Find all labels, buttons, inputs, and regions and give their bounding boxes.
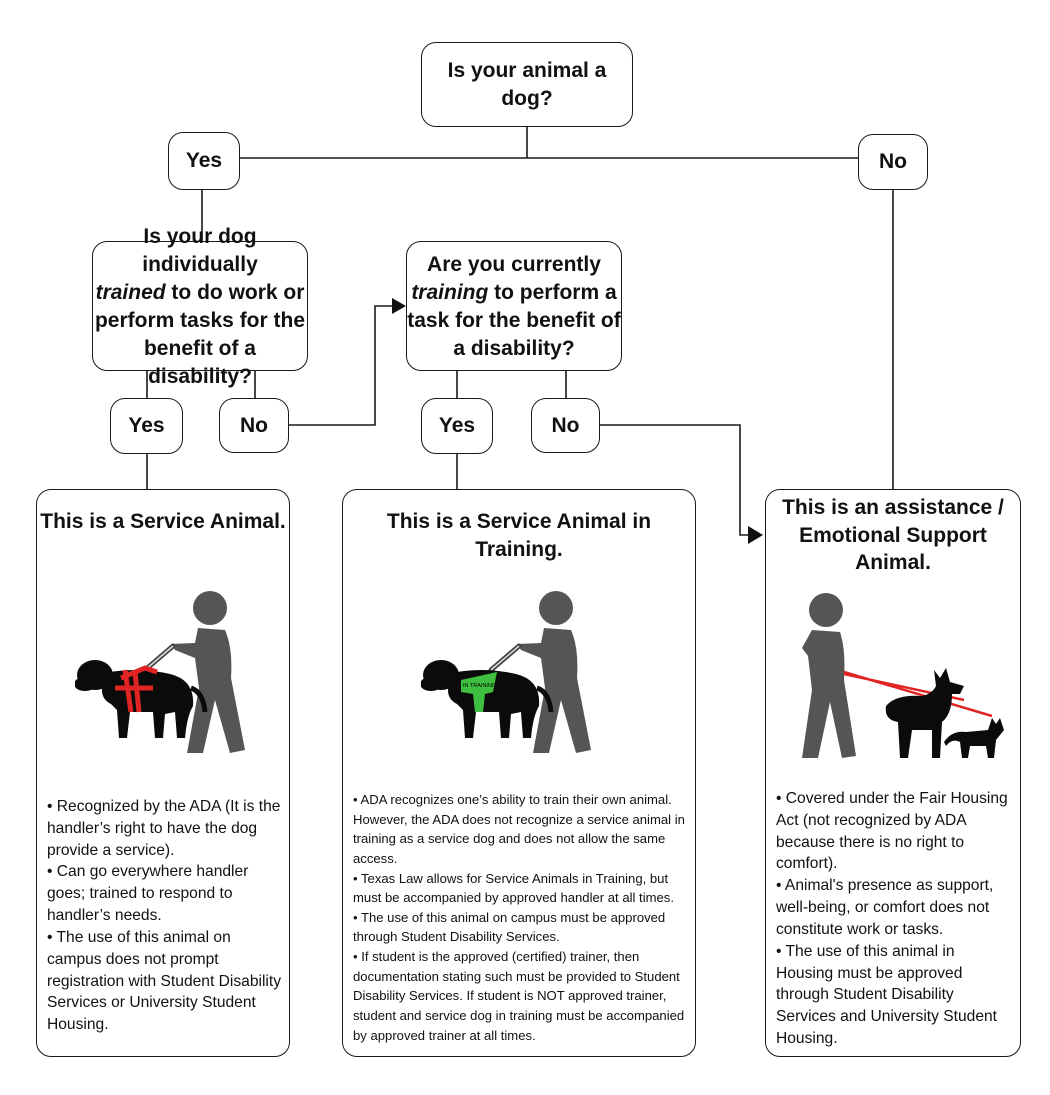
handler-body-icon [802, 630, 856, 758]
result-esa-title-line1: This is an assistance / [782, 496, 1004, 519]
root-no-label: No [879, 150, 907, 173]
root-yes-label: Yes [185, 149, 223, 172]
trained-yes-box: Yes [110, 398, 183, 454]
root-question-text: Is your animal a dog? [447, 58, 607, 110]
handler-head-icon [809, 593, 843, 627]
question-training-line4: a disability? [453, 336, 575, 360]
service-dog-illustration [75, 591, 245, 753]
training-vest-label: IN TRAINING [463, 683, 496, 689]
question-training-line3: task for the benefit of [407, 309, 621, 332]
bullet-item: • ADA recognizes one’s ability to train … [353, 792, 685, 866]
question-trained-line2: trained to do work or [95, 281, 305, 305]
bullet-item: • Texas Law allows for Service Animals i… [353, 870, 674, 906]
question-training-line1: Are you currently [427, 253, 601, 277]
result-esa-title: This is an assistance / Emotional Suppor… [766, 494, 1020, 577]
bullet-item: • Animal's presence as support, well-bei… [776, 877, 994, 938]
trained-no-box: No [219, 398, 289, 453]
bullet-item: • The use of this animal on campus does … [47, 928, 282, 1034]
training-no-box: No [531, 398, 600, 453]
root-question-box: Is your animal a dog? [421, 42, 633, 127]
trained-yes-label: Yes [128, 414, 165, 437]
training-no-label: No [551, 413, 580, 437]
training-yes-box: Yes [421, 398, 493, 454]
service-harness-icon [115, 665, 158, 713]
esa-bullets: • Covered under the Fair Housing Act (no… [776, 788, 1016, 1050]
result-emotional-support-animal: This is an assistance / Emotional Suppor… [765, 489, 1021, 1057]
result-service-animal: This is a Service Animal. • Recognized b… [36, 489, 290, 1057]
trained-no-label: No [240, 413, 268, 437]
handler-head-icon [539, 591, 573, 625]
arrowhead-q2 [392, 298, 406, 314]
handler-body-icon [171, 628, 245, 753]
result-esa-title-line2: Emotional Support Animal. [799, 523, 987, 575]
service-bullets: • Recognized by the ADA (It is the handl… [47, 796, 283, 1036]
question-training-line2: training to perform a [411, 281, 617, 305]
training-yes-label: Yes [438, 414, 476, 437]
connector-no-esa2 [600, 424, 748, 536]
result-training-title: This is a Service Animal in Training. [386, 510, 652, 561]
question-trained-line1: Is your dog individually [142, 225, 258, 277]
training-dog-illustration: IN TRAINING [421, 591, 591, 753]
bullet-item: • Can go everywhere handler goes; traine… [47, 863, 249, 925]
result-service-title: This is a Service Animal. [40, 510, 286, 533]
training-vest-icon [461, 672, 497, 712]
training-bullets: • ADA recognizes one’s ability to train … [353, 790, 689, 1045]
bullet-item: • Recognized by the ADA (It is the handl… [47, 798, 281, 859]
bullet-item: • If student is the approved (certified)… [353, 949, 685, 1043]
question-trained-line4: benefit of a disability? [143, 336, 256, 388]
question-trained-box: Is your dog individually trained to do w… [92, 225, 308, 388]
root-no-box: No [858, 134, 928, 190]
connector-no-q2 [289, 305, 392, 426]
question-trained-line3: perform tasks for the [94, 309, 306, 332]
esa-illustration [802, 593, 1004, 758]
arrowhead-esa [748, 526, 763, 544]
bullet-item: • The use of this animal on campus must … [353, 909, 666, 945]
handler-body-icon [517, 628, 591, 753]
root-yes-box: Yes [168, 132, 240, 190]
question-training-box: Are you currently training to perform a … [406, 241, 622, 371]
esa-cat-icon [944, 718, 1004, 758]
bullet-item: • Covered under the Fair Housing Act (no… [776, 790, 1008, 873]
bullet-item: • The use of this animal in Housing must… [776, 942, 998, 1048]
result-service-animal-training: This is a Service Animal in Training. IN… [342, 489, 696, 1057]
handler-head-icon [193, 591, 227, 625]
training-dog-icon [421, 660, 554, 738]
esa-dog-icon [885, 668, 964, 758]
